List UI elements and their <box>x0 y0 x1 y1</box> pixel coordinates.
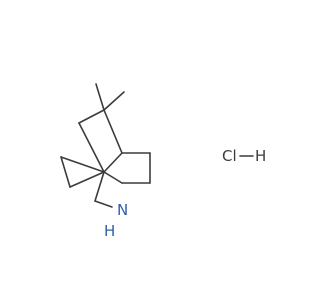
amine-hydrogen-label: H <box>104 222 115 240</box>
bond-ch2-n <box>94 200 113 208</box>
structure-diagram: N H Cl H <box>60 83 266 240</box>
hydrogen-label: H <box>255 147 266 165</box>
bond-methyl-a <box>95 83 105 111</box>
bond-methyl-b <box>103 91 125 111</box>
bond-c1-ch2 <box>94 171 105 202</box>
bond-c1-c2 <box>103 152 123 173</box>
amine-nitrogen-label: N <box>117 201 128 219</box>
bond-c6-c7 <box>60 156 71 188</box>
bond-c4-c8 <box>78 122 105 173</box>
chlorine-label: Cl <box>222 147 237 165</box>
bond-c9-c1 <box>103 109 123 154</box>
bond-c5-c1 <box>103 171 123 184</box>
hcl-salt: Cl H <box>222 147 266 165</box>
bond-c8-c9 <box>78 109 105 124</box>
aminomethyl-group: N H <box>94 171 128 240</box>
ring-bonds <box>60 83 151 188</box>
bond-c1-c6 <box>60 156 105 173</box>
bond-c7-c4 <box>69 171 105 188</box>
